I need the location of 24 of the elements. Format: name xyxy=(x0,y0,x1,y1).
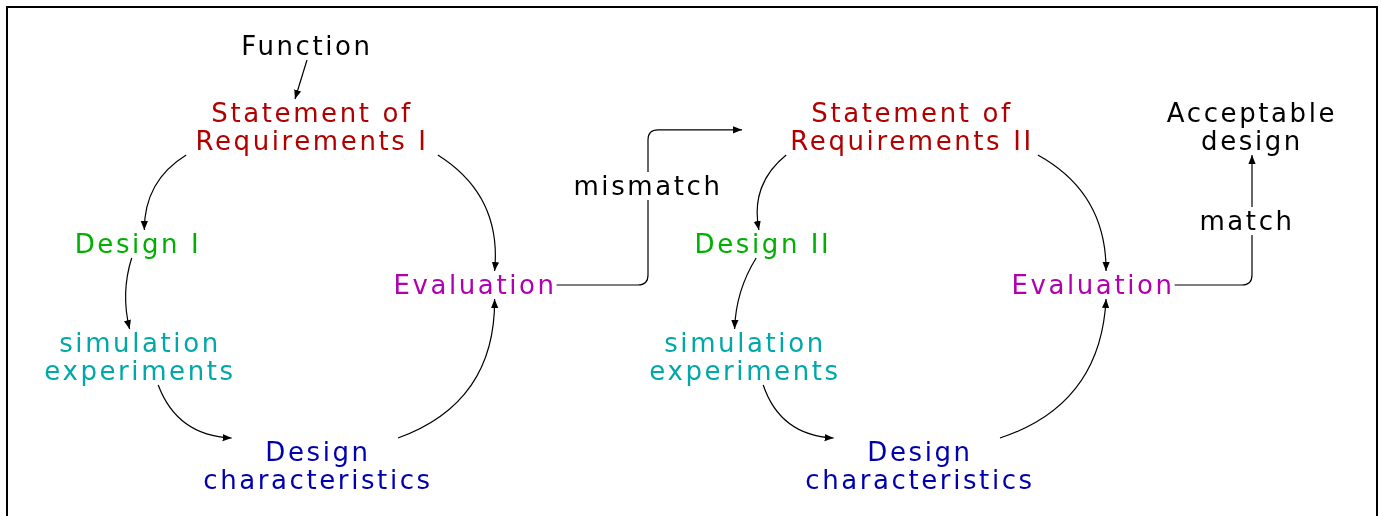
characteristics-label: Design characteristics xyxy=(804,438,1036,494)
design-label: Design I xyxy=(74,230,202,258)
arrow xyxy=(397,298,498,439)
outcome-label: Acceptable design xyxy=(1165,99,1339,155)
requirements-label: Statement of Requirements I xyxy=(194,99,430,155)
arrow xyxy=(157,384,233,441)
arrow xyxy=(999,298,1109,439)
design-label: Design II xyxy=(694,230,832,258)
arrow xyxy=(437,154,499,272)
simulation-label: simulation experiments xyxy=(43,329,237,385)
simulation-label: simulation experiments xyxy=(648,329,842,385)
requirements-label: Statement of Requirements II xyxy=(789,99,1035,155)
evaluation-label: Evaluation xyxy=(393,271,557,299)
function-label: Function xyxy=(241,32,373,60)
characteristics-label: Design characteristics xyxy=(202,438,434,494)
arrow xyxy=(124,257,133,330)
evaluation-label: Evaluation xyxy=(1011,271,1175,299)
arrow xyxy=(753,154,787,231)
arrow xyxy=(556,126,743,286)
arrow xyxy=(762,384,835,441)
arrow xyxy=(1037,154,1110,272)
arrow xyxy=(731,257,757,330)
arrow xyxy=(141,154,187,231)
arrow xyxy=(294,59,308,100)
